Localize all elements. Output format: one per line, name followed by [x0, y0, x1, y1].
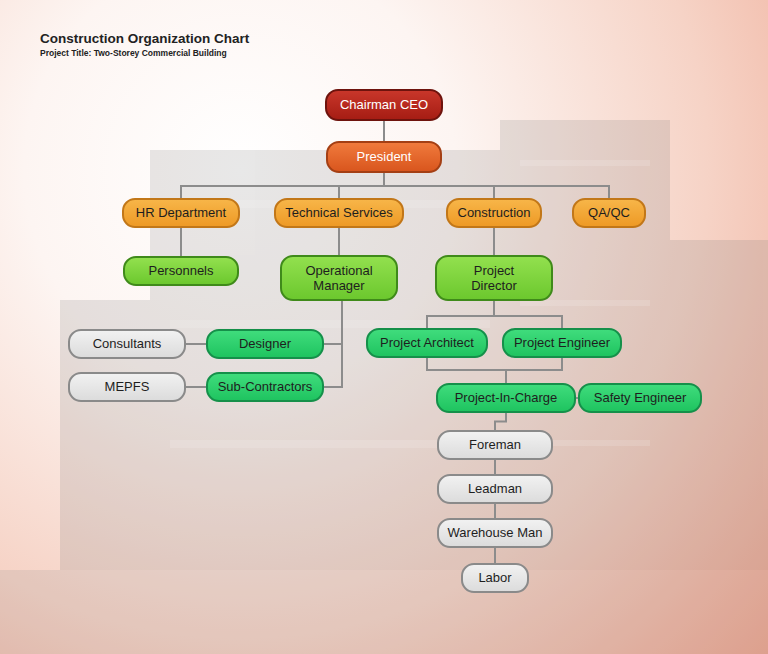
org-connector [495, 413, 506, 430]
node-label: Foreman [469, 437, 521, 452]
department-box: HR Department [122, 198, 240, 228]
org-connector [339, 173, 384, 198]
crew-box: Leadman [437, 474, 553, 504]
building-illustration [0, 120, 768, 654]
street [0, 570, 768, 654]
manager-box: Project Director [435, 255, 553, 301]
staff-box: Designer [206, 329, 324, 359]
org-connector [427, 301, 494, 328]
node-label: Designer [239, 336, 291, 351]
node-label: Consultants [93, 336, 162, 351]
node-label: Safety Engineer [594, 390, 687, 405]
department-box: Construction [446, 198, 542, 228]
chart-title: Construction Organization Chart [40, 31, 249, 46]
node-label: Project Director [458, 263, 530, 294]
node-label: Construction [458, 205, 531, 220]
node-label: Chairman CEO [340, 97, 428, 112]
node-label: President [357, 149, 412, 164]
org-connector [324, 301, 342, 387]
org-connector [506, 358, 562, 383]
node-label: Project Engineer [514, 335, 610, 350]
node-label: Labor [478, 570, 511, 585]
node-label: MEPFS [105, 379, 150, 394]
node-label: Operational Manager [291, 263, 387, 294]
department-box: Technical Services [274, 198, 404, 228]
crew-box: Warehouse Man [437, 518, 553, 548]
staff-box: Project Engineer [502, 328, 622, 358]
org-connector [494, 548, 496, 563]
crew-box: Labor [461, 563, 529, 593]
org-connector [494, 460, 496, 474]
staff-box: Sub-Contractors [206, 372, 324, 402]
crew-box: Foreman [437, 430, 553, 460]
org-connector [180, 228, 182, 256]
org-connector [427, 358, 506, 383]
department-box: QA/QC [572, 198, 646, 228]
node-label: Personnels [148, 263, 213, 278]
org-connector [338, 228, 340, 255]
org-connector [186, 343, 206, 345]
org-connector [324, 301, 342, 344]
staff-box: Safety Engineer [578, 383, 702, 413]
external-box: Consultants [68, 329, 186, 359]
window-band [520, 160, 650, 166]
org-connector [493, 228, 495, 255]
executive-box: President [326, 141, 442, 173]
node-label: QA/QC [588, 205, 630, 220]
node-label: Project-In-Charge [455, 390, 558, 405]
staff-box: Project Architect [366, 328, 488, 358]
org-connector [494, 504, 496, 518]
node-label: Technical Services [285, 205, 393, 220]
org-connector [186, 386, 206, 388]
building-tower [500, 120, 670, 580]
org-connector [383, 121, 385, 141]
node-label: HR Department [136, 205, 226, 220]
org-connector [181, 173, 384, 198]
manager-box: Operational Manager [280, 255, 398, 301]
external-box: MEPFS [68, 372, 186, 402]
executive-box: Chairman CEO [325, 89, 443, 121]
manager-box: Personnels [123, 256, 239, 286]
org-connector [384, 173, 609, 198]
staff-box: Project-In-Charge [436, 383, 576, 413]
node-label: Project Architect [380, 335, 474, 350]
node-label: Sub-Contractors [218, 379, 313, 394]
node-label: Warehouse Man [448, 525, 543, 540]
window-band [170, 320, 490, 328]
node-label: Leadman [468, 481, 522, 496]
org-connector [494, 301, 562, 328]
project-subtitle: Project Title: Two-Storey Commercial Bui… [40, 48, 227, 58]
